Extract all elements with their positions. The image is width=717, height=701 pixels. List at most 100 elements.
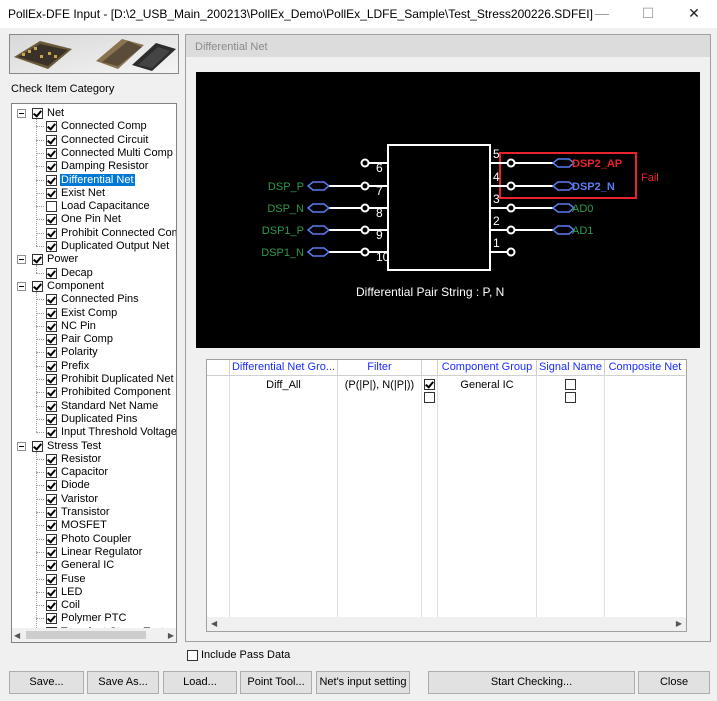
tree-checkbox[interactable] (32, 441, 43, 452)
save-as-button[interactable]: Save As... (87, 671, 159, 694)
check-item-category-label: Check Item Category (11, 83, 115, 95)
net-port-icon (551, 158, 576, 168)
point-tool-button-label: Point Tool... (247, 676, 305, 688)
tree-checkbox[interactable] (46, 587, 57, 598)
tree-checkbox[interactable] (46, 161, 57, 172)
tree-connector (36, 512, 44, 513)
tree-checkbox[interactable] (46, 613, 57, 624)
tree-expand-icon[interactable] (17, 442, 26, 451)
scroll-right-icon[interactable]: ▶ (675, 619, 682, 628)
tree-checkbox[interactable] (46, 121, 57, 132)
tree-checkbox[interactable] (46, 387, 57, 398)
grid-cell-filter[interactable]: (P(|P|), N(|P|)) (344, 379, 415, 391)
maximize-icon[interactable]: ☐ (641, 5, 655, 21)
tree-checkbox[interactable] (46, 201, 57, 212)
tree-checkbox[interactable] (32, 281, 43, 292)
scroll-right-icon[interactable]: ▶ (167, 631, 174, 640)
close-button[interactable]: Close (638, 671, 710, 694)
tree-checkbox[interactable] (46, 520, 57, 531)
tree-checkbox[interactable] (46, 534, 57, 545)
tree-expand-icon[interactable] (17, 282, 26, 291)
tree-checkbox[interactable] (46, 401, 57, 412)
tree-checkbox[interactable] (46, 148, 57, 159)
tree-connector (36, 326, 44, 327)
tree-checkbox[interactable] (32, 108, 43, 119)
tree-checkbox[interactable] (46, 480, 57, 491)
tree-checkbox[interactable] (46, 214, 57, 225)
close-icon[interactable]: ✕ (688, 5, 700, 21)
pin-number: 7 (376, 184, 383, 198)
tree-horizontal-scrollbar[interactable]: ◀ ▶ (12, 628, 176, 642)
tree-checkbox[interactable] (46, 321, 57, 332)
tree-checkbox[interactable] (46, 228, 57, 239)
grid-header-group[interactable]: Differential Net Gro... (230, 360, 338, 376)
scroll-thumb[interactable] (26, 631, 146, 639)
start-checking-button[interactable]: Start Checking... (428, 671, 635, 694)
grid-header-signal-name[interactable]: Signal Name (537, 360, 605, 376)
tree-checkbox[interactable] (46, 574, 57, 585)
grid-row1-checkbox[interactable] (424, 379, 435, 390)
pin-number: 9 (376, 228, 383, 242)
tree-node-label: Power (47, 253, 79, 265)
tree-checkbox[interactable] (46, 467, 57, 478)
tree-connector (36, 233, 44, 234)
nets-input-setting-button[interactable]: Net's input setting (316, 671, 410, 694)
tree-checkbox[interactable] (46, 374, 57, 385)
tree-checkbox[interactable] (46, 600, 57, 611)
tree-checkbox[interactable] (46, 427, 57, 438)
grid-row2-checkbox[interactable] (424, 392, 435, 403)
pin-number: 8 (376, 206, 383, 220)
tree-node-label: Exist Comp (61, 307, 118, 319)
tree-node-label: Prohibit Duplicated Net (61, 373, 174, 385)
tree-checkbox[interactable] (46, 547, 57, 558)
tree-node-label: Prohibit Connected Comp (61, 227, 177, 239)
tree-checkbox[interactable] (32, 254, 43, 265)
pin-terminal (506, 247, 516, 257)
tree-checkbox[interactable] (46, 507, 57, 518)
tree-connector (36, 605, 44, 606)
tree-checkbox[interactable] (46, 454, 57, 465)
grid-cell-component-group[interactable]: General IC (460, 379, 514, 391)
tree-checkbox[interactable] (46, 135, 57, 146)
tree-connector (36, 419, 44, 420)
grid-header-check[interactable] (422, 360, 438, 376)
tree-checkbox[interactable] (46, 494, 57, 505)
grid-horizontal-scrollbar[interactable]: ◀ ▶ (207, 617, 686, 631)
tree-expand-icon[interactable] (17, 255, 26, 264)
tree-checkbox[interactable] (46, 268, 57, 279)
tree-checkbox[interactable] (46, 347, 57, 358)
tree-node-label: Capacitor (61, 466, 109, 478)
tree-checkbox[interactable] (46, 175, 57, 186)
tree-checkbox[interactable] (46, 294, 57, 305)
tree-node-label: Damping Resistor (61, 160, 149, 172)
tree-checkbox[interactable] (46, 188, 57, 199)
tree-node-label: Pair Comp (61, 333, 113, 345)
grid-header-filter[interactable]: Filter (338, 360, 422, 376)
load-button[interactable]: Load... (163, 671, 237, 694)
tree-checkbox[interactable] (46, 308, 57, 319)
right-net-label: AD1 (572, 225, 593, 237)
grid-row1-signal-checkbox[interactable] (565, 379, 576, 390)
tree-connector (36, 459, 44, 460)
tree-expand-icon[interactable] (17, 109, 26, 118)
minimize-icon[interactable]: — (595, 5, 609, 21)
tree-checkbox[interactable] (46, 414, 57, 425)
grid-row2-signal-checkbox[interactable] (565, 392, 576, 403)
tree-checkbox[interactable] (46, 241, 57, 252)
grid-header-component-group[interactable]: Component Group (438, 360, 537, 376)
grid-cell-group[interactable]: Diff_All (266, 379, 301, 391)
grid-header-composite-net[interactable]: Composite Net (605, 360, 685, 376)
tree-checkbox[interactable] (46, 334, 57, 345)
window-title: PollEx-DFE Input - [D:\2_USB_Main_200213… (8, 7, 593, 21)
tree-node-label: Linear Regulator (61, 546, 143, 558)
tree-node-label: Diode (61, 479, 90, 491)
tree-checkbox[interactable] (46, 361, 57, 372)
differential-net-grid[interactable]: Differential Net Gro... Filter Component… (206, 359, 687, 632)
scroll-left-icon[interactable]: ◀ (14, 631, 21, 640)
point-tool-button[interactable]: Point Tool... (240, 671, 312, 694)
scroll-left-icon[interactable]: ◀ (211, 619, 218, 628)
include-pass-data-checkbox[interactable] (187, 650, 198, 661)
tree-checkbox[interactable] (46, 560, 57, 571)
save-button[interactable]: Save... (9, 671, 84, 694)
